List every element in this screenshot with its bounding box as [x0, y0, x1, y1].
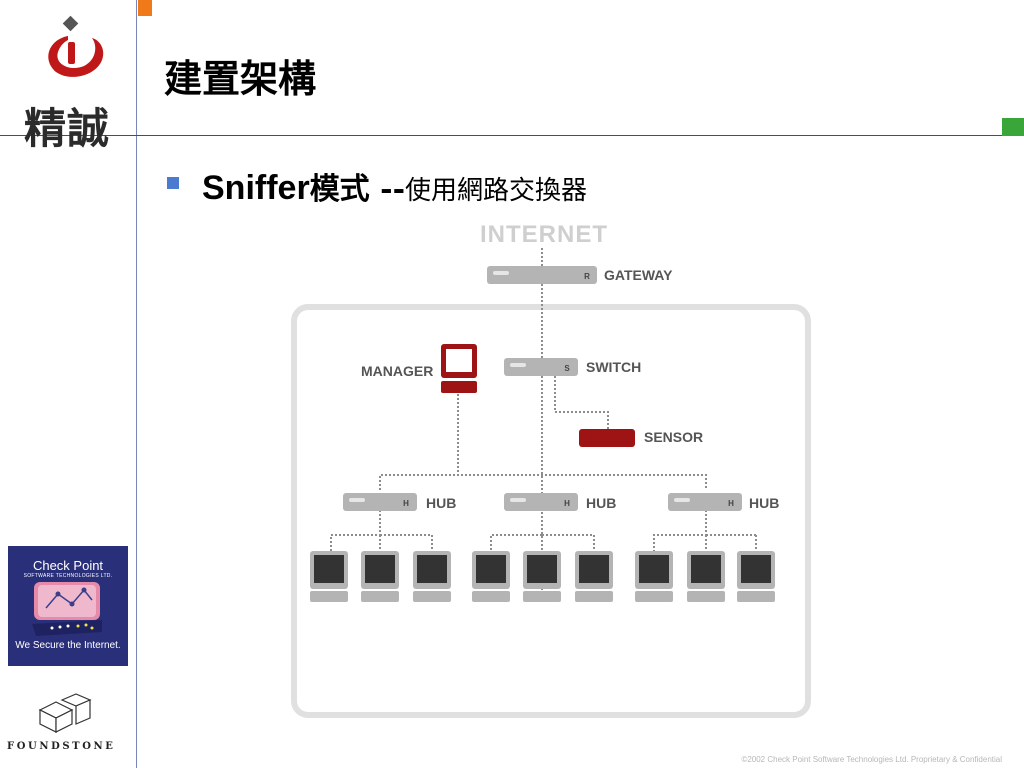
workstation-9: [737, 551, 775, 602]
manager-device: [441, 344, 477, 393]
hub-device-3: H: [668, 493, 742, 511]
svg-text:H: H: [728, 499, 734, 508]
workstation-8: [687, 551, 725, 602]
link-hub1-pcs: [330, 510, 381, 555]
gateway-tag: R: [584, 272, 590, 281]
switch-device: S: [504, 358, 578, 376]
cht-logo-icon: [48, 15, 104, 77]
workstation-6: [575, 551, 613, 602]
internet-label: INTERNET: [480, 221, 608, 248]
cht-logo-text: 精誠: [24, 104, 111, 153]
svg-text:H: H: [564, 499, 570, 508]
workstation-3: [413, 551, 451, 602]
copyright-footer: ©2002 Check Point Software Technologies …: [741, 755, 1002, 764]
hub-device-1: H: [343, 493, 417, 511]
hub-label-1: HUB: [426, 495, 456, 511]
bullet-main: Sniffer: [202, 169, 310, 207]
workstation-5: [523, 551, 561, 602]
link-hub2-pcs: [490, 534, 542, 555]
switch-label: SWITCH: [586, 359, 641, 375]
sensor-device: [579, 429, 635, 447]
workstation-1: [310, 551, 348, 602]
checkpoint-subtitle: SOFTWARE TECHNOLOGIES LTD.: [23, 573, 113, 579]
hub-label-2: HUB: [586, 495, 616, 511]
link-hub-bus: [379, 474, 707, 490]
gateway-device: R: [487, 266, 597, 284]
page-title: 建置架構: [164, 56, 317, 101]
checkpoint-title: Check Point: [32, 558, 104, 573]
sensor-label: SENSOR: [644, 429, 703, 445]
bullet-square-icon: [167, 177, 179, 189]
bullet-sub: 使用網路交換器: [405, 176, 588, 206]
workstations: [310, 551, 775, 602]
hub-label-3: HUB: [749, 495, 779, 511]
manager-label: MANAGER: [361, 363, 433, 379]
workstation-4: [472, 551, 510, 602]
green-accent: [1002, 118, 1024, 136]
checkpoint-logo: Check Point SOFTWARE TECHNOLOGIES LTD. W…: [8, 546, 128, 666]
workstation-2: [361, 551, 399, 602]
workstation-7: [635, 551, 673, 602]
orange-accent: [138, 0, 152, 16]
header-divider: [0, 135, 1024, 136]
bullet-item: Sniffer模式 --使用網路交換器: [202, 164, 587, 208]
link-switch-sensor: [554, 376, 609, 430]
foundstone-logo-text: FOUNDSTONE: [7, 741, 116, 752]
checkpoint-slogan: We Secure the Internet.: [15, 640, 121, 651]
svg-text:H: H: [403, 499, 409, 508]
gateway-label: GATEWAY: [604, 267, 673, 283]
foundstone-logo-icon: [38, 693, 92, 733]
link-hub3-pcs: [653, 510, 707, 555]
checkpoint-monitor-icon: [32, 582, 102, 636]
bullet-mode: 模式 --: [309, 172, 406, 207]
hub-device-2: H: [504, 493, 578, 511]
switch-tag: S: [564, 364, 570, 373]
